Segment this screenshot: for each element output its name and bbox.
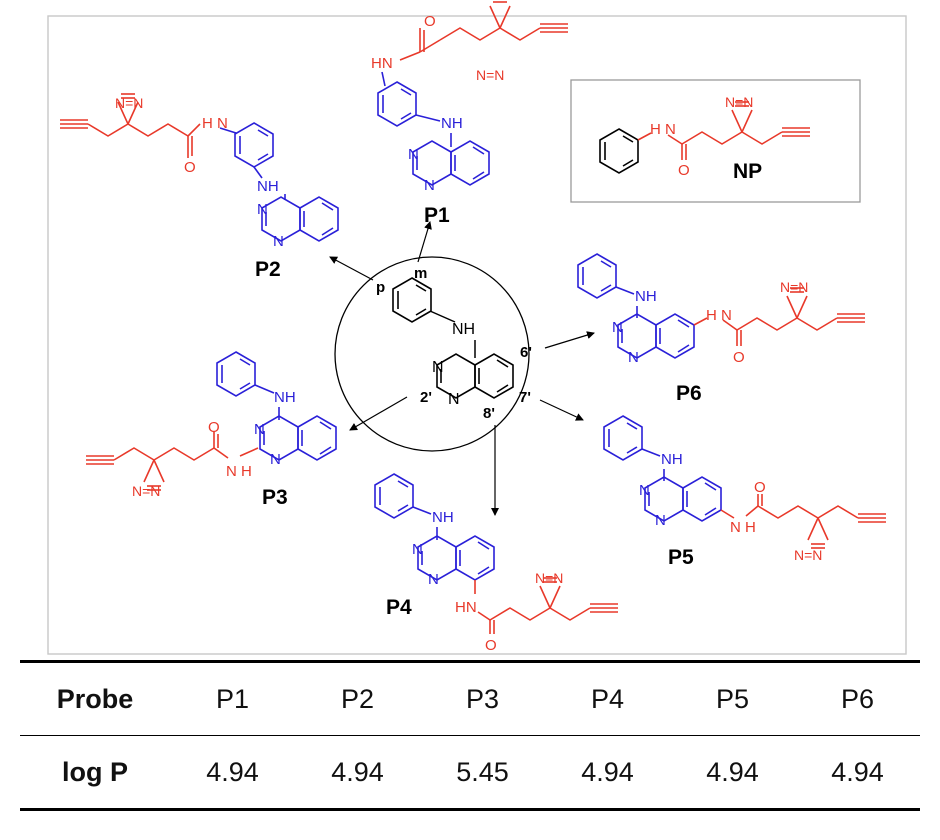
arrow-to-p3 bbox=[349, 396, 408, 431]
probe-p5-structure: NH N N N H O N=N P5 bbox=[603, 415, 887, 569]
p4-aniline-nh: NH bbox=[432, 509, 454, 526]
p1-n1: N bbox=[424, 177, 435, 194]
position-label-2: 2' bbox=[420, 389, 432, 406]
position-label-7: 7' bbox=[519, 389, 531, 406]
np-frame bbox=[570, 79, 861, 203]
arrow-to-p5 bbox=[539, 399, 584, 421]
logp-header: log P bbox=[20, 735, 170, 811]
probe-p5-label: P5 bbox=[668, 546, 694, 569]
center-n1-label: N bbox=[448, 391, 460, 408]
p4-amide-nh: HN bbox=[455, 599, 477, 616]
np-amide-nh: H N bbox=[650, 121, 676, 138]
scheme-frame bbox=[47, 15, 907, 655]
p5-aniline-nh: NH bbox=[661, 451, 683, 468]
p3-n3: N bbox=[254, 421, 265, 438]
p6-amide-nh: H N bbox=[706, 307, 732, 324]
p5-amide-nh: N H bbox=[730, 519, 756, 536]
np-carbonyl-o: O bbox=[678, 162, 690, 179]
p4-diazirine: N=N bbox=[535, 570, 563, 586]
p2-carbonyl-o: O bbox=[184, 159, 196, 176]
probe-p3-structure: NH N N N H O N=N P3 bbox=[85, 351, 337, 509]
p6-n1: N bbox=[628, 349, 639, 366]
p2-aniline-nh: NH bbox=[257, 178, 279, 195]
p6-aniline-nh: NH bbox=[635, 288, 657, 305]
p3-carbonyl-o: O bbox=[208, 419, 220, 436]
center-phenyl-ring bbox=[392, 277, 432, 323]
logp-cell: 5.45 bbox=[420, 735, 545, 811]
logp-cell: 4.94 bbox=[170, 735, 295, 811]
logp-cell: 4.94 bbox=[545, 735, 670, 811]
substitution-arrows bbox=[329, 221, 595, 516]
p2-n3: N bbox=[257, 201, 268, 218]
position-label-m: m bbox=[414, 265, 427, 282]
p1-amide-nh: HN bbox=[371, 55, 393, 72]
probe-p6-label: P6 bbox=[676, 382, 702, 405]
p2-diazirine: N=N bbox=[115, 95, 143, 111]
p1-aniline-nh: NH bbox=[441, 115, 463, 132]
selection-circle bbox=[334, 256, 530, 452]
p3-amide-nh: N H bbox=[226, 463, 252, 480]
p2-n1: N bbox=[273, 233, 284, 250]
np-control-box: H N O N=N NP bbox=[570, 79, 861, 203]
probe-p4-label: P4 bbox=[386, 596, 412, 619]
p3-n1: N bbox=[270, 451, 281, 468]
np-diazirine: N=N bbox=[725, 94, 753, 110]
p5-n1: N bbox=[655, 512, 666, 529]
probe-p3-label: P3 bbox=[262, 486, 288, 509]
p4-n1: N bbox=[428, 571, 439, 588]
logp-cell: 4.94 bbox=[795, 735, 920, 811]
probe-header: Probe bbox=[20, 660, 170, 736]
p6-n3: N bbox=[612, 319, 623, 336]
arrow-to-p2 bbox=[329, 256, 374, 281]
p6-diazirine: N=N bbox=[780, 279, 808, 295]
probe-cell: P3 bbox=[420, 660, 545, 736]
p1-diazirine: N=N bbox=[476, 67, 504, 83]
p4-n3: N bbox=[412, 541, 423, 558]
probe-p6-structure: NH N N H N O N=N P6 bbox=[577, 253, 866, 405]
np-label: NP bbox=[733, 160, 762, 183]
probe-cell: P2 bbox=[295, 660, 420, 736]
center-nh-label: NH bbox=[452, 321, 475, 338]
p5-carbonyl-o: O bbox=[754, 479, 766, 496]
logp-cell: 4.94 bbox=[295, 735, 420, 811]
center-n3-label: N bbox=[432, 359, 444, 376]
probe-cell: P4 bbox=[545, 660, 670, 736]
arrow-to-p1 bbox=[417, 221, 432, 263]
logp-row: log P 4.94 4.94 5.45 4.94 4.94 4.94 bbox=[20, 735, 920, 811]
probe-cell: P1 bbox=[170, 660, 295, 736]
probe-row: Probe P1 P2 P3 P4 P5 P6 bbox=[20, 660, 920, 736]
p6-carbonyl-o: O bbox=[733, 349, 745, 366]
center-scaffold: NH N N 2' 8' 6' 7' m p bbox=[334, 256, 532, 452]
probe-p2-label: P2 bbox=[255, 258, 281, 281]
probe-p1-label: P1 bbox=[424, 204, 450, 227]
arrow-to-p6 bbox=[544, 331, 595, 349]
position-label-6: 6' bbox=[520, 344, 532, 361]
p3-aniline-nh: NH bbox=[274, 389, 296, 406]
p4-carbonyl-o: O bbox=[485, 637, 497, 654]
logp-cell: 4.94 bbox=[670, 735, 795, 811]
p1-n3: N bbox=[408, 146, 419, 163]
logp-table: Probe P1 P2 P3 P4 P5 P6 log P 4.94 4.94 … bbox=[20, 660, 920, 811]
position-label-8: 8' bbox=[483, 405, 495, 422]
probe-cell: P5 bbox=[670, 660, 795, 736]
p5-diazirine: N=N bbox=[794, 547, 822, 563]
p1-carbonyl-o: O bbox=[424, 13, 436, 30]
probe-cell: P6 bbox=[795, 660, 920, 736]
probe-design-scheme: NH N N 2' 8' 6' 7' m p O HN N=N NH N bbox=[47, 0, 907, 655]
probe-p2-structure: O H N N=N NH N N P2 bbox=[59, 93, 339, 281]
probe-p4-structure: NH N N HN O N=N P4 bbox=[374, 473, 619, 654]
p5-n3: N bbox=[639, 482, 650, 499]
position-label-p: p bbox=[376, 279, 385, 296]
p3-diazirine: N=N bbox=[132, 483, 160, 499]
probe-p1-structure: O HN N=N NH N N P1 bbox=[371, 0, 569, 227]
